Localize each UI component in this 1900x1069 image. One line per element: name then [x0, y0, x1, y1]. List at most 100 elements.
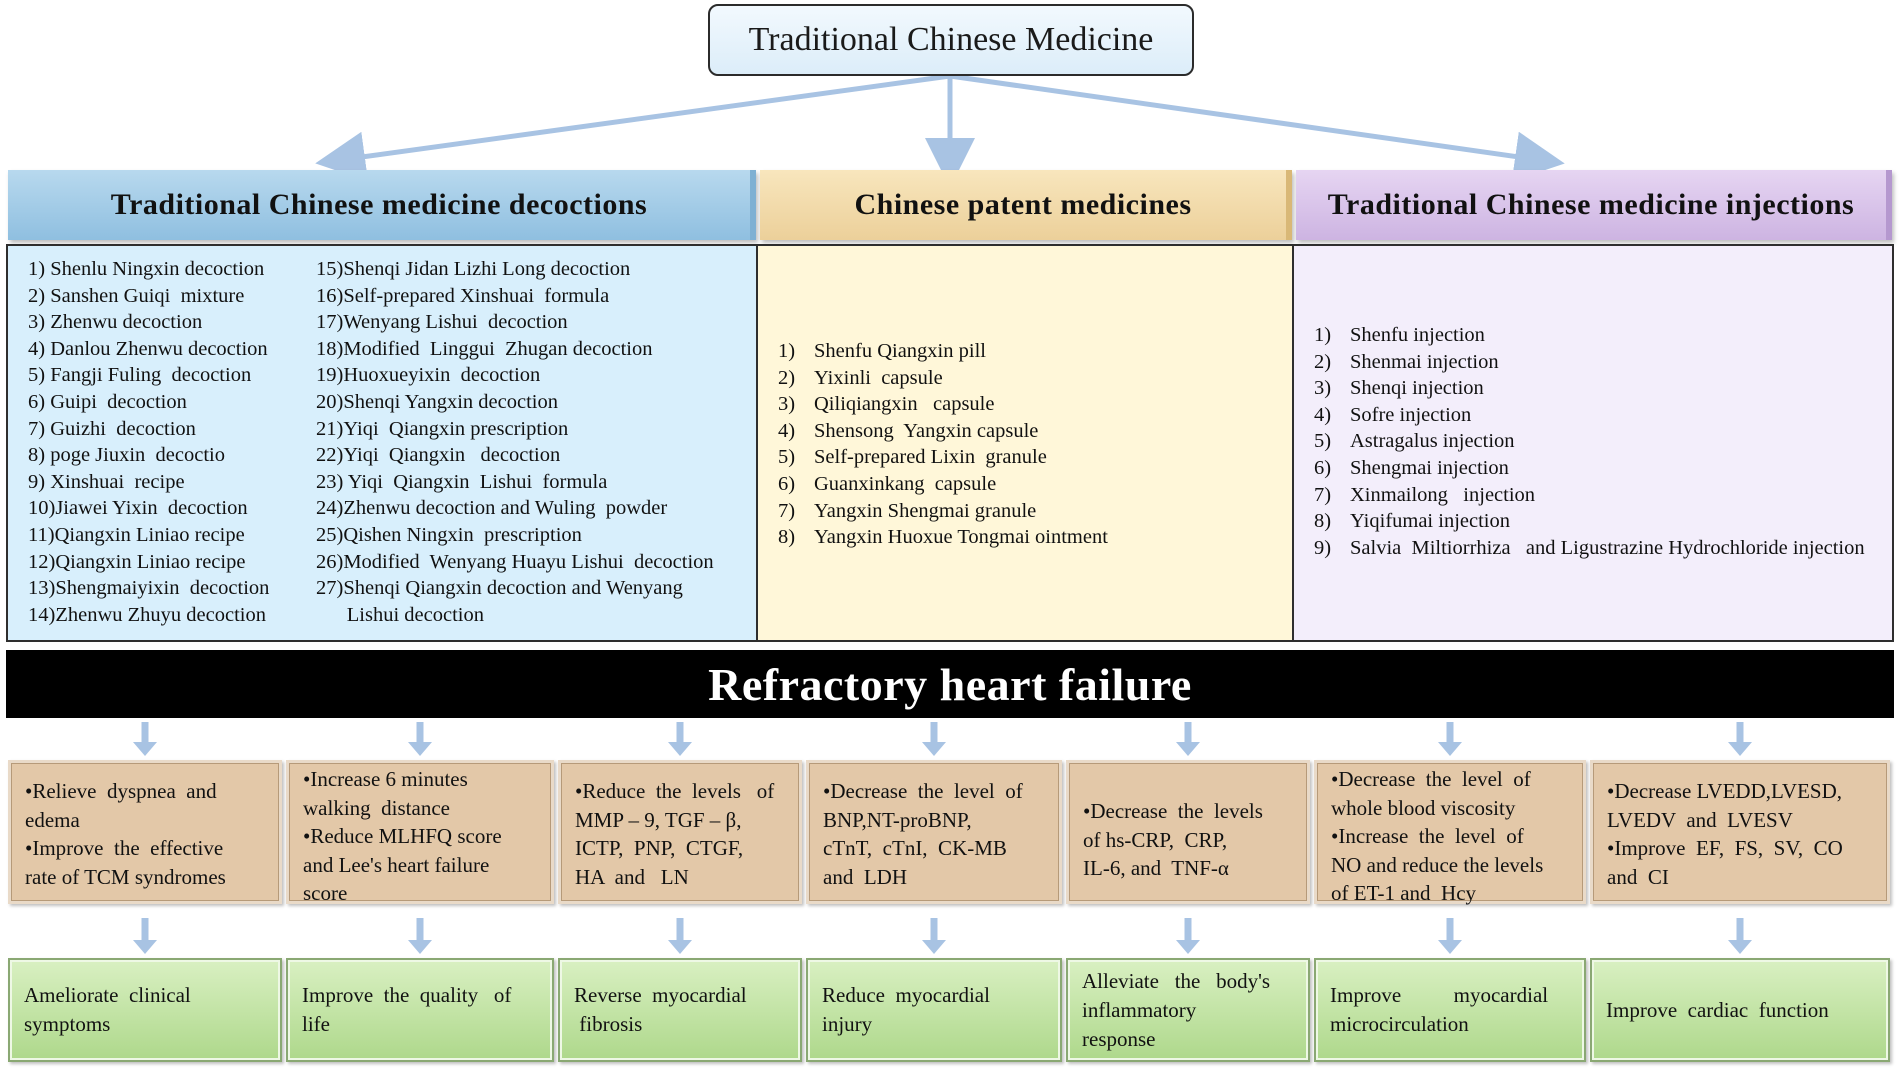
- decoction-item: 22)Yiqi Qiangxin decoction: [316, 444, 561, 467]
- item-number: 7): [778, 499, 796, 522]
- down-arrow-head: [408, 940, 432, 954]
- item-text: Xinmailong injection: [1350, 483, 1536, 506]
- decoction-item: 12)Qiangxin Liniao recipe: [28, 550, 246, 573]
- outcome-line: Reduce myocardial: [822, 983, 990, 1007]
- down-arrow-head: [922, 940, 946, 954]
- down-arrow-head: [133, 742, 157, 756]
- effect-line: of ET-1 and Hcy: [1331, 881, 1477, 905]
- item-text: Sofre injection: [1350, 403, 1472, 426]
- down-arrow-head: [1728, 940, 1752, 954]
- effect-line: •Decrease the level of: [1331, 767, 1531, 791]
- effect-line: cTnT, cTnI, CK-MB: [823, 836, 1007, 860]
- effect-line: NO and reduce the levels: [1331, 852, 1544, 877]
- outcome-line: life: [302, 1012, 330, 1036]
- effect-line: and CI: [1607, 864, 1669, 889]
- item-text: Astragalus injection: [1350, 430, 1515, 453]
- item-text: Yiqifumai injection: [1350, 510, 1510, 533]
- down-arrow-head: [668, 742, 692, 756]
- item-number: 2): [778, 366, 796, 389]
- patent-medicine-item: 8)Yangxin Huoxue Tongmai ointment: [778, 524, 1108, 551]
- item-text: Shenmai injection: [1350, 350, 1499, 373]
- effect-line: •Improve the effective: [25, 836, 224, 860]
- outcome-line: Improve myocardial: [1330, 983, 1549, 1007]
- effect-line: edema: [25, 807, 80, 832]
- effect-box: •Decrease LVEDD,LVESD,LVEDV and LVESV•Im…: [1590, 760, 1890, 904]
- outcome-line: inflammatory: [1082, 997, 1197, 1022]
- decoction-item: 8) poge Jiuxin decoctio: [28, 444, 225, 467]
- outcome-box: Improve myocardial microcirculation: [1314, 958, 1586, 1062]
- item-text: Yixinli capsule: [814, 366, 943, 389]
- patent-medicine-item: 1)Shenfu Qiangxin pill: [778, 338, 1108, 365]
- outcome-box: Improve cardiac function: [1590, 958, 1890, 1062]
- item-number: 2): [1314, 350, 1332, 373]
- down-arrow-head: [1176, 742, 1200, 756]
- down-arrow-head: [922, 742, 946, 756]
- injection-item: 5) Astragalus injection: [1314, 428, 1865, 455]
- decoction-item: 10)Jiawei Yixin decoction: [28, 497, 248, 520]
- outcome-line: injury: [822, 1012, 873, 1036]
- item-text: Self-prepared Lixin granule: [814, 446, 1047, 469]
- decoction-item: 20)Shenqi Yangxin decoction: [316, 390, 558, 413]
- outcome-line: microcirculation: [1330, 1012, 1469, 1036]
- item-text: Qiliqiangxin capsule: [814, 393, 995, 416]
- outcome-line: fibrosis: [574, 1012, 643, 1036]
- item-number: 8): [1314, 510, 1332, 533]
- decoction-item: 3) Zhenwu decoction: [28, 311, 203, 334]
- effect-line: BNP,NT-proBNP,: [823, 807, 972, 832]
- decoction-item: 6) Guipi decoction: [28, 390, 187, 413]
- outcome-box: Reduce myocardial injury: [806, 958, 1062, 1062]
- decoction-item: 15)Shenqi Jidan Lizhi Long decoction: [316, 258, 631, 280]
- condition-banner: Refractory heart failure: [6, 650, 1894, 718]
- outcome-line: Alleviate the body's: [1082, 968, 1271, 993]
- decoction-item: 14)Zhenwu Zhuyu decoction: [28, 603, 266, 626]
- down-arrow-head: [1728, 742, 1752, 756]
- decoction-item: 2) Sanshen Guiqi mixture: [28, 284, 245, 307]
- down-arrow-head: [668, 940, 692, 954]
- patent-medicine-item: 2) Yixinli capsule: [778, 365, 1108, 392]
- patent-medicine-item: 6)Guanxinkang capsule: [778, 471, 1108, 498]
- down-arrow-head: [133, 940, 157, 954]
- decoctions-list-column-a: 1) Shenlu Ningxin decoction 2) Sanshen Gu…: [28, 256, 269, 628]
- effect-line: IL-6, and TNF-α: [1083, 856, 1229, 880]
- down-arrow-head: [1176, 940, 1200, 954]
- effect-line: •Decrease the level of: [823, 779, 1023, 803]
- patent-medicine-item: 7)Yangxin Shengmai granule: [778, 498, 1108, 525]
- outcome-line: Improve cardiac function: [1606, 997, 1829, 1022]
- effect-line: HA and LN: [575, 864, 689, 889]
- outcome-box: Reverse myocardial fibrosis: [558, 958, 802, 1062]
- injection-item: 7)Xinmailong injection: [1314, 482, 1865, 509]
- patent-medicine-item: 4)Shensong Yangxin capsule: [778, 418, 1108, 445]
- injection-item: 9)Salvia Miltiorrhiza and Ligustrazine H…: [1314, 535, 1865, 562]
- decoction-item: 17)Wenyang Lishui decoction: [316, 311, 568, 334]
- item-number: 6): [778, 472, 796, 495]
- effect-line: •Decrease LVEDD,LVESD,: [1607, 779, 1842, 803]
- injection-item: 3)Shenqi injection: [1314, 375, 1865, 402]
- decoction-item: 19)Huoxueyixin decoction: [316, 364, 541, 387]
- injection-item: 4)Sofre injection: [1314, 402, 1865, 429]
- root-title: Traditional Chinese Medicine: [708, 4, 1194, 76]
- decoction-item: 21)Yiqi Qiangxin prescription: [316, 417, 569, 440]
- decoction-item: 23) Yiqi Qiangxin Lishui formula: [316, 470, 608, 493]
- outcome-text: Reduce myocardial injury: [822, 981, 990, 1039]
- decoction-item: 24)Zhenwu decoction and Wuling powder: [316, 497, 668, 520]
- item-text: Salvia Miltiorrhiza and Ligustrazine Hyd…: [1350, 536, 1865, 559]
- category-heading-patent-medicines: Chinese patent medicines: [760, 170, 1292, 240]
- decoction-item: 25)Qishen Ningxin prescription: [316, 523, 582, 546]
- decoction-item: 1) Shenlu Ningxin decoction: [28, 258, 265, 280]
- effect-line: •Reduce MLHFQ score: [303, 824, 502, 848]
- effect-line: score: [303, 881, 348, 905]
- injection-item: 6)Shengmai injection: [1314, 455, 1865, 482]
- effect-line: rate of TCM syndromes: [25, 864, 226, 889]
- arrow-to-decoctions: [315, 73, 951, 182]
- item-number: 5): [1314, 430, 1332, 453]
- down-arrow-head: [1438, 742, 1462, 756]
- decoction-item: 18)Modified Linggui Zhugan decoction: [316, 337, 653, 360]
